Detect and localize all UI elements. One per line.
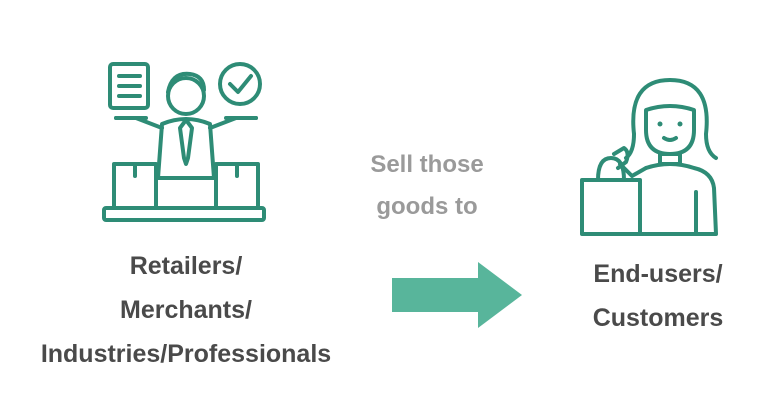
connector-label-line-1: Sell those — [370, 151, 484, 178]
arrow-right-icon — [392, 262, 522, 328]
retailer-merchant-icon — [102, 62, 266, 222]
source-node-label: Retailers/ Merchants/ Industries/Profess… — [0, 244, 372, 376]
source-label-line-1: Retailers/ — [129, 252, 243, 280]
target-label-line-1: End-users/ — [593, 260, 723, 288]
target-label-line-2: Customers — [592, 304, 724, 332]
target-node-label: End-users/ Customers — [548, 252, 768, 340]
source-label-line-3: Industries/Professionals — [40, 340, 332, 368]
customer-shopping-icon — [580, 78, 718, 236]
connector-label: Sell those goods to — [332, 144, 522, 228]
source-label-line-2: Merchants/ — [120, 296, 252, 324]
connector-label-line-2: goods to — [376, 193, 478, 220]
